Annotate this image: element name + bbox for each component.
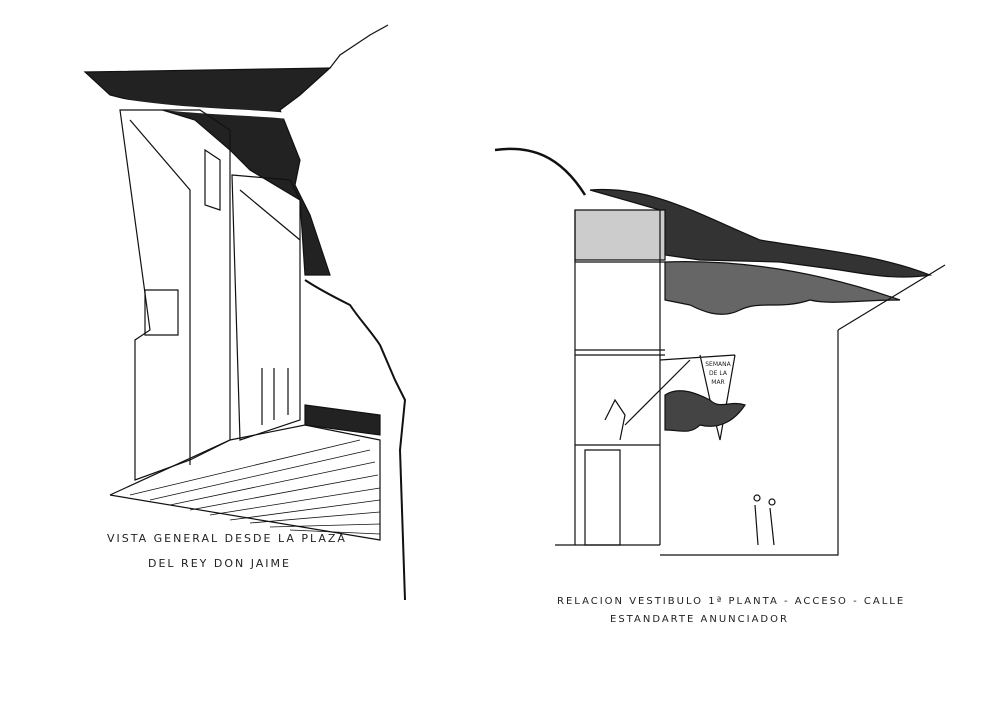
left-caption-line2: DEL REY DON JAIME xyxy=(148,557,291,570)
right-caption-line1: RELACION VESTIBULO 1ª PLANTA - ACCESO - … xyxy=(557,596,906,607)
right-caption-line2: ESTANDARTE ANUNCIADOR xyxy=(610,614,789,625)
left-street-sketch xyxy=(83,24,407,601)
left-caption-line1: VISTA GENERAL DESDE LA PLAZA xyxy=(107,532,347,545)
right-section-sketch xyxy=(494,147,946,556)
banner-text: SEMANA DE LA MAR xyxy=(705,361,731,386)
